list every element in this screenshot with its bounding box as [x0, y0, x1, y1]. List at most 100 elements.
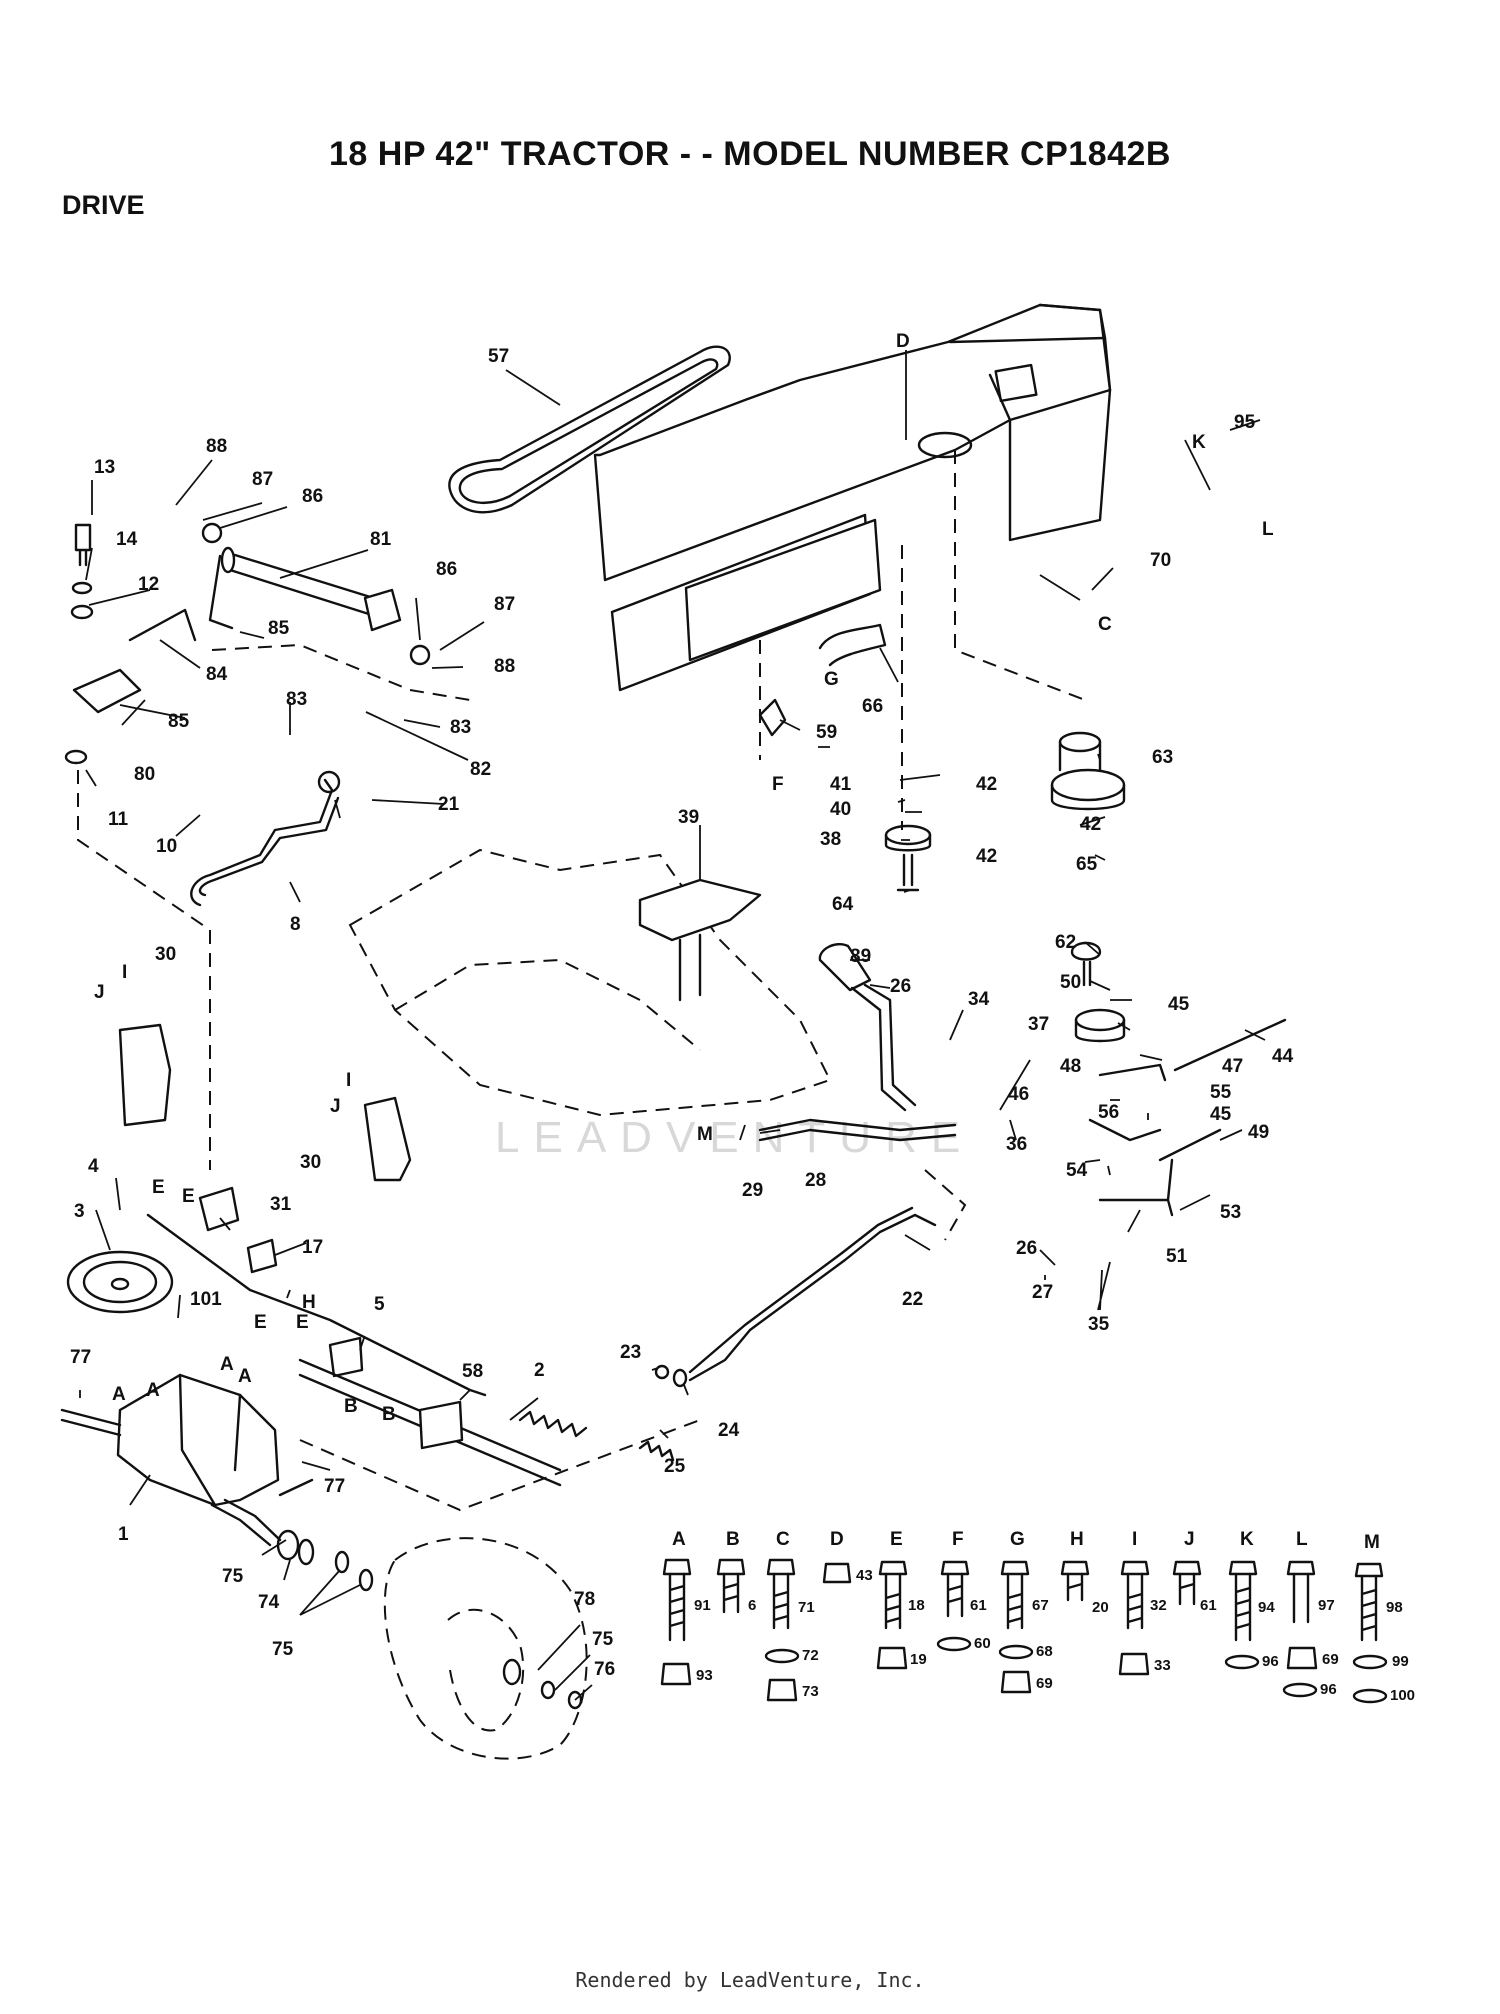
hardware-item-A: A 91 93 — [660, 1529, 713, 1686]
callout: 22 — [902, 1289, 923, 1310]
svg-text:D: D — [830, 1529, 844, 1550]
svg-text:6: 6 — [748, 1597, 756, 1614]
callout: 66 — [862, 696, 883, 717]
svg-text:96: 96 — [1320, 1681, 1337, 1698]
callout: A — [146, 1380, 160, 1401]
callout: 38 — [820, 829, 841, 850]
callout: 56 — [1098, 1102, 1119, 1123]
svg-text:94: 94 — [1258, 1599, 1275, 1616]
callout: 27 — [1032, 1282, 1053, 1303]
callout: 14 — [116, 529, 138, 550]
callout: 5 — [374, 1294, 385, 1315]
callout: 53 — [1220, 1202, 1241, 1223]
callout: L — [1262, 519, 1274, 540]
parts-artwork — [60, 303, 1287, 1760]
svg-text:71: 71 — [798, 1599, 815, 1616]
callout: 78 — [574, 1589, 595, 1610]
callout: 54 — [1066, 1160, 1088, 1181]
svg-text:H: H — [1070, 1529, 1084, 1550]
callout: 23 — [620, 1342, 641, 1363]
callout: 8 — [290, 914, 301, 935]
callout: M — [697, 1124, 713, 1145]
callout: 1 — [118, 1524, 129, 1545]
svg-text:I: I — [1132, 1529, 1137, 1550]
callout: 58 — [462, 1361, 483, 1382]
svg-text:B: B — [726, 1529, 740, 1550]
callout: 21 — [438, 794, 460, 815]
hardware-item-K: K 94 96 — [1224, 1529, 1279, 1670]
callout: 70 — [1150, 550, 1171, 571]
callout: 12 — [138, 574, 159, 595]
callout: A — [112, 1384, 126, 1405]
svg-text:33: 33 — [1154, 1657, 1171, 1674]
callout: K — [1192, 432, 1206, 453]
callout: 64 — [832, 894, 854, 915]
callout: 65 — [1076, 854, 1098, 875]
callout: 75 — [592, 1629, 614, 1650]
svg-text:K: K — [1240, 1529, 1254, 1550]
svg-text:J: J — [1184, 1529, 1195, 1550]
callout: 62 — [1055, 932, 1076, 953]
callout: 86 — [436, 559, 457, 580]
callout: 89 — [850, 946, 871, 967]
callout: 88 — [206, 436, 227, 457]
callout: 48 — [1060, 1056, 1081, 1077]
callout: 28 — [805, 1170, 826, 1191]
svg-text:97: 97 — [1318, 1597, 1335, 1614]
callout: 44 — [1272, 1046, 1294, 1067]
callout: 63 — [1152, 747, 1173, 768]
footer-credit: Rendered by LeadVenture, Inc. — [575, 1968, 925, 1992]
hardware-item-L: L 97 69 96 — [1282, 1529, 1339, 1698]
callout: D — [896, 331, 910, 352]
callout: 4 — [88, 1156, 99, 1177]
callout: A — [220, 1354, 234, 1375]
callout: 101 — [190, 1289, 222, 1310]
hardware-item-H: H 20 — [1060, 1529, 1109, 1616]
callout: 59 — [816, 722, 837, 743]
svg-text:73: 73 — [802, 1683, 819, 1700]
callout: J — [330, 1096, 341, 1117]
svg-text:99: 99 — [1392, 1653, 1409, 1670]
hardware-item-E: E 18 19 — [876, 1529, 927, 1670]
callout: E — [296, 1312, 309, 1333]
callout: 85 — [168, 711, 190, 732]
callout: 57 — [488, 346, 509, 367]
svg-text:93: 93 — [696, 1667, 713, 1684]
callout: 2 — [534, 1360, 545, 1381]
rear-tire-outline — [383, 1537, 588, 1760]
callout: 46 — [1008, 1084, 1029, 1105]
callout: C — [1098, 614, 1112, 635]
svg-text:60: 60 — [974, 1635, 991, 1652]
callout: 39 — [678, 807, 699, 828]
svg-text:C: C — [776, 1529, 790, 1550]
hardware-item-F: F 61 60 — [936, 1529, 991, 1652]
callout: 45 — [1210, 1104, 1232, 1125]
callout: I — [122, 962, 127, 983]
callout: 86 — [302, 486, 323, 507]
callout: 35 — [1088, 1314, 1110, 1335]
svg-text:69: 69 — [1322, 1651, 1339, 1668]
callout: 81 — [370, 529, 392, 550]
svg-text:100: 100 — [1390, 1687, 1415, 1704]
svg-text:68: 68 — [1036, 1643, 1053, 1660]
callout: 24 — [718, 1420, 740, 1441]
callout: E — [254, 1312, 267, 1333]
callout: 17 — [302, 1237, 323, 1258]
seat-mount-outline — [348, 848, 832, 1117]
callout: 82 — [470, 759, 491, 780]
callout: 31 — [270, 1194, 292, 1215]
callout: 26 — [890, 976, 911, 997]
svg-text:E: E — [890, 1529, 903, 1550]
svg-text:G: G — [1010, 1529, 1025, 1550]
callout: 77 — [324, 1476, 345, 1497]
callout-labels: 57 D 95 K L 88 13 87 86 81 14 12 85 84 8… — [70, 331, 1294, 1680]
leader-lines — [79, 350, 1266, 1701]
callout: 87 — [494, 594, 515, 615]
callout: 51 — [1166, 1246, 1188, 1267]
svg-text:67: 67 — [1032, 1597, 1049, 1614]
svg-text:91: 91 — [694, 1597, 711, 1614]
callout: 13 — [94, 457, 115, 478]
callout: H — [302, 1292, 316, 1313]
callout: 37 — [1028, 1014, 1049, 1035]
